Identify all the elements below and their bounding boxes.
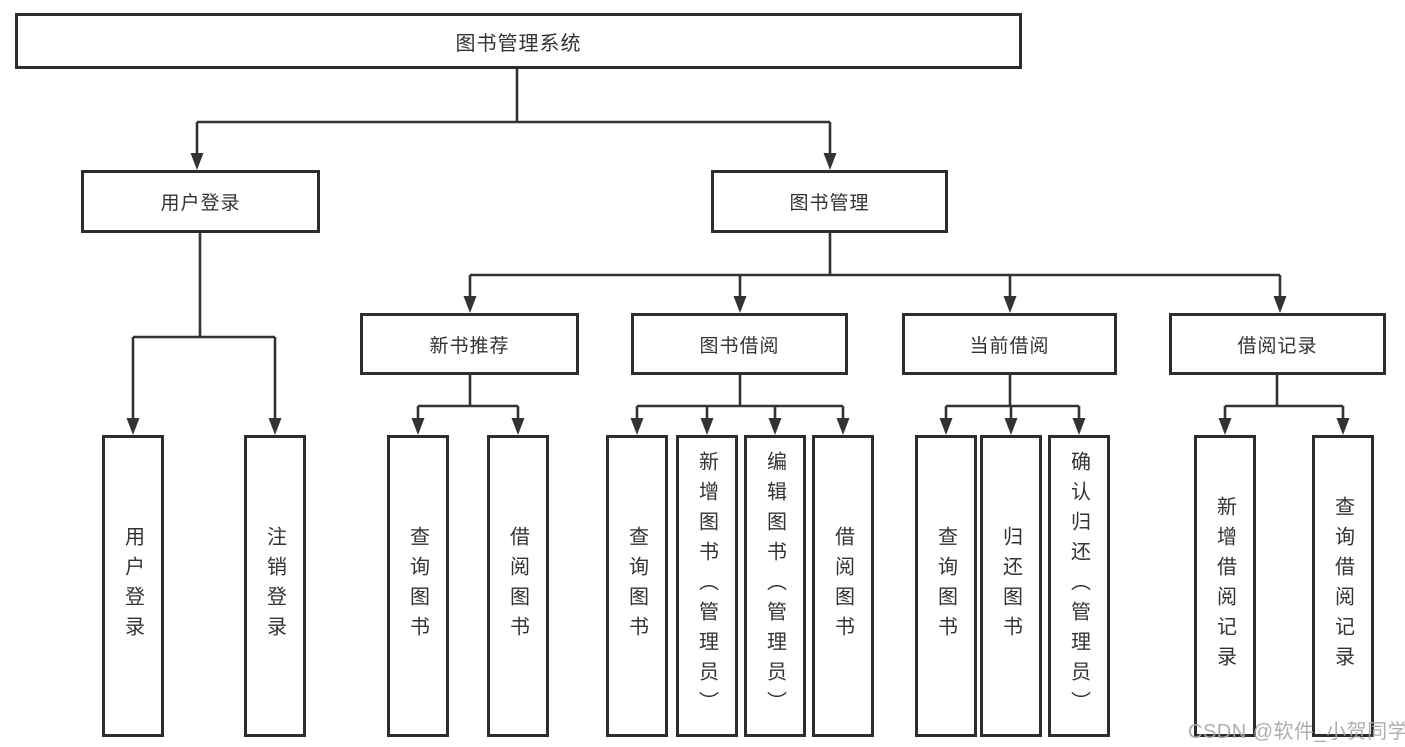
- leaf-query-books-current: 查询图书: [915, 435, 977, 737]
- leaf-confirm-return-admin-label: 确认归还（管理员）: [1067, 451, 1090, 721]
- leaf-add-book-admin-label: 新增图书（管理员）: [695, 451, 718, 721]
- leaf-return-books-label: 归还图书: [999, 526, 1022, 646]
- leaf-query-borrow-record-label: 查询借阅记录: [1331, 496, 1354, 676]
- node-library-management-system: 图书管理系统: [15, 13, 1022, 69]
- node-user-login: 用户登录: [81, 170, 320, 233]
- leaf-query-books-recommend: 查询图书: [387, 435, 449, 737]
- node-book-management: 图书管理: [711, 170, 948, 233]
- leaf-confirm-return-admin: 确认归还（管理员）: [1048, 435, 1110, 737]
- leaf-user-login: 用户登录: [102, 435, 164, 737]
- node-book-borrowing: 图书借阅: [631, 313, 848, 375]
- leaf-query-books-current-label: 查询图书: [934, 526, 957, 646]
- leaf-borrow-books-recommend-label: 借阅图书: [506, 526, 529, 646]
- node-new-book-recommendation: 新书推荐: [360, 313, 579, 375]
- leaf-edit-book-admin-label: 编辑图书（管理员）: [763, 451, 786, 721]
- leaf-query-books-recommend-label: 查询图书: [406, 526, 429, 646]
- leaf-query-borrow-record: 查询借阅记录: [1312, 435, 1374, 737]
- leaf-query-books-borrowing: 查询图书: [606, 435, 668, 737]
- watermark: CSDN @软件_小贺同学: [1188, 721, 1405, 743]
- leaf-borrow-books-borrowing-label: 借阅图书: [831, 526, 854, 646]
- leaf-edit-book-admin: 编辑图书（管理员）: [744, 435, 806, 737]
- leaf-return-books: 归还图书: [980, 435, 1042, 737]
- leaf-query-books-borrowing-label: 查询图书: [625, 526, 648, 646]
- node-borrowing-records: 借阅记录: [1169, 313, 1386, 375]
- leaf-borrow-books-recommend: 借阅图书: [487, 435, 549, 737]
- leaf-user-login-label: 用户登录: [121, 526, 144, 646]
- leaf-add-book-admin: 新增图书（管理员）: [676, 435, 738, 737]
- node-current-borrowing: 当前借阅: [902, 313, 1117, 375]
- leaf-add-borrow-record: 新增借阅记录: [1194, 435, 1256, 737]
- leaf-logout-label: 注销登录: [263, 526, 286, 646]
- leaf-logout: 注销登录: [244, 435, 306, 737]
- leaf-add-borrow-record-label: 新增借阅记录: [1213, 496, 1236, 676]
- leaf-borrow-books-borrowing: 借阅图书: [812, 435, 874, 737]
